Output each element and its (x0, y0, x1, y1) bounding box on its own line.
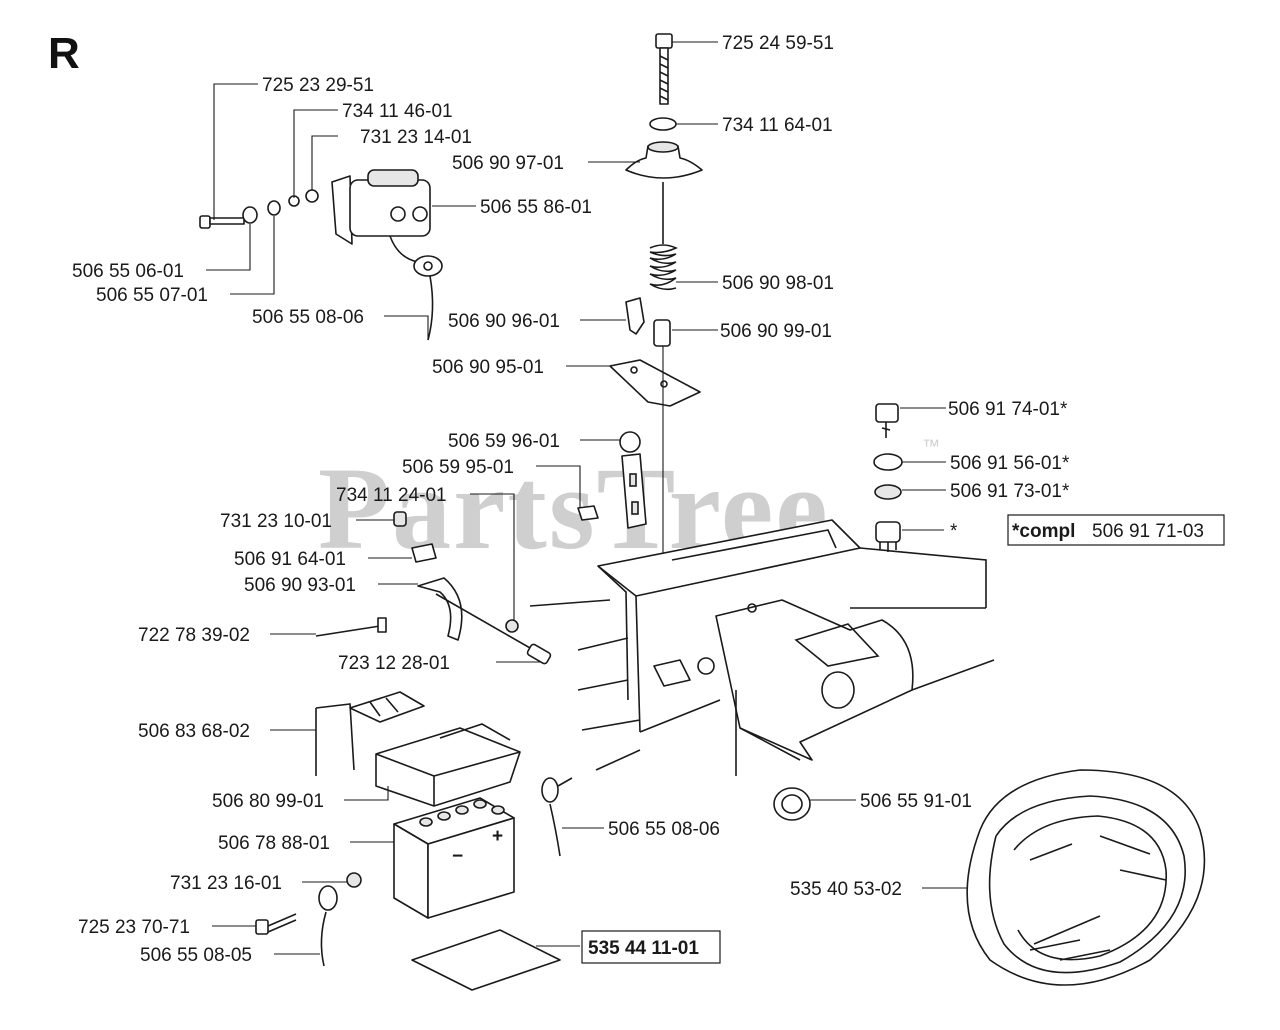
compl-prefix: *compl (1012, 521, 1075, 542)
battery-drawing: + − (393, 797, 515, 919)
callout-screw[interactable]: 723 12 28-01 (338, 653, 450, 674)
callout-lever-knob[interactable]: 506 59 95-01 (402, 457, 514, 478)
callout-solenoid[interactable]: 506 55 86-01 (480, 197, 592, 218)
callout-spacer[interactable]: 506 90 99-01 (720, 321, 832, 342)
callout-lock-nut[interactable]: 734 11 24-01 (336, 485, 447, 506)
callout-battery-cover[interactable]: 506 80 99-01 (212, 791, 324, 812)
callout-washer[interactable]: 734 11 64-01 (722, 115, 833, 136)
battery-terminals (419, 799, 505, 827)
switch-nut-drawing (873, 453, 903, 471)
callout-battery-cable-negative[interactable]: 506 55 08-05 (140, 945, 252, 966)
spring-cup-drawing (625, 141, 703, 179)
screw-drawing (435, 593, 552, 665)
battery-pad-box[interactable]: 535 44 11-01 (581, 930, 721, 964)
battery-cable-negative-drawing (318, 885, 338, 967)
terminal-nut-drawing (346, 872, 362, 888)
battery-plus-mark: + (492, 826, 503, 847)
battery-hold-down-drawing (315, 691, 425, 776)
compl-kit-box[interactable]: *compl 506 91 71-03 (1007, 514, 1225, 546)
spring-drawing (649, 182, 678, 347)
callout-switch-nut[interactable]: 506 91 56-01* (950, 453, 1070, 474)
watermark-trademark: ™ (922, 436, 940, 456)
section-letter: R (48, 29, 80, 78)
bracket-plate-drawing (609, 346, 701, 560)
battery-pad-drawing (411, 929, 561, 991)
callout-terminal-nut[interactable]: 731 23 16-01 (170, 873, 282, 894)
callout-solenoid-cable[interactable]: 506 55 08-06 (252, 307, 364, 328)
callout-bracket-plate[interactable]: 506 90 95-01 (432, 357, 544, 378)
ignition-switch-drawing (875, 521, 901, 552)
callout-nut[interactable]: 731 23 10-01 (220, 511, 332, 532)
bushing-drawing (625, 297, 645, 335)
callout-terminal-bolt[interactable]: 725 23 70-71 (78, 917, 190, 938)
part-callouts: 725 24 59-51 734 11 64-01 506 90 97-01 7… (72, 33, 1070, 966)
callout-bolt[interactable]: 725 24 59-51 (722, 33, 834, 54)
wire-harness-drawing (966, 769, 1206, 986)
compl-part-number: 506 91 71-03 (1092, 521, 1204, 542)
battery-minus-mark: − (452, 846, 463, 867)
leader-lines (206, 41, 968, 955)
console-frame-drawing (529, 519, 995, 776)
battery-cable-positive-drawing (541, 777, 573, 857)
shift-lever-drawing (577, 431, 647, 529)
callout-wire-harness[interactable]: 535 40 53-02 (790, 879, 902, 900)
solenoid-drawing (331, 169, 443, 341)
callout-spring[interactable]: 506 90 98-01 (722, 273, 834, 294)
callout-pin[interactable]: 722 78 39-02 (138, 625, 250, 646)
callout-bushing[interactable]: 506 90 96-01 (448, 311, 560, 332)
callout-insulator[interactable]: 506 55 07-01 (96, 285, 208, 306)
washer-drawing (649, 117, 677, 131)
callout-insulating-washer[interactable]: 506 55 06-01 (72, 261, 184, 282)
solenoid-hardware-drawing (199, 189, 319, 229)
switch-washer-drawing (874, 484, 902, 500)
callout-shift-lever[interactable]: 506 59 96-01 (448, 431, 560, 452)
callout-solenoid-nut[interactable]: 731 23 14-01 (360, 127, 472, 148)
pin-drawing (315, 617, 387, 637)
bolt-drawing (655, 33, 673, 105)
battery-pad-part-number: 535 44 11-01 (588, 938, 699, 959)
battery-cover-drawing (375, 723, 521, 807)
callout-lock-ring[interactable]: 506 55 91-01 (860, 791, 972, 812)
callout-battery[interactable]: 506 78 88-01 (218, 833, 330, 854)
ignition-key-drawing (875, 403, 899, 438)
callout-ignition-switch[interactable]: * (950, 521, 958, 542)
callout-battery-cable-positive[interactable]: 506 55 08-06 (608, 819, 720, 840)
callout-micro-switch[interactable]: 506 91 64-01 (234, 549, 346, 570)
callout-spring-cup[interactable]: 506 90 97-01 (452, 153, 564, 174)
callout-clip[interactable]: 506 90 93-01 (244, 575, 356, 596)
callout-solenoid-bolt[interactable]: 725 23 29-51 (262, 75, 374, 96)
nut-drawing (393, 511, 407, 527)
locknut-drawing (505, 619, 519, 633)
micro-switch-drawing (411, 543, 437, 563)
callout-solenoid-washer[interactable]: 734 11 46-01 (342, 101, 453, 122)
clip-drawing (417, 577, 463, 641)
callout-battery-hold-down[interactable]: 506 83 68-02 (138, 721, 250, 742)
terminal-bolt-drawing (255, 913, 297, 935)
lock-ring-drawing (773, 787, 811, 821)
callout-switch-washer[interactable]: 506 91 73-01* (950, 481, 1070, 502)
callout-ignition-key[interactable]: 506 91 74-01* (948, 399, 1068, 420)
